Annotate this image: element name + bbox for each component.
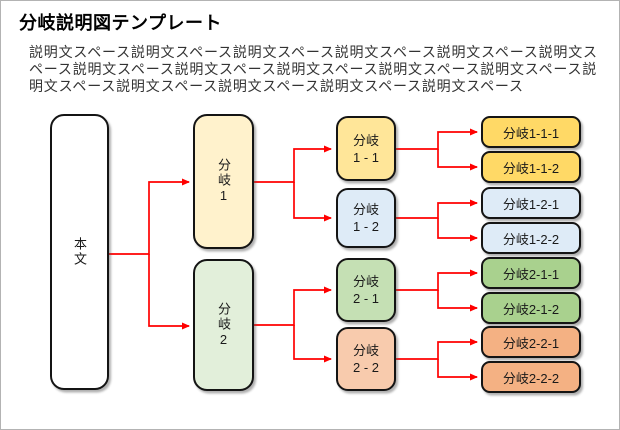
- node-bunki-1-1: 分岐 1 - 1: [336, 116, 396, 181]
- node-bunki-2-2-2: 分岐2-2-2: [481, 361, 581, 393]
- node-bunki-2-1: 分岐 2 - 1: [336, 258, 396, 322]
- node-bunki-1-1-1: 分岐1-1-1: [481, 116, 581, 148]
- node-bunki-1-2: 分岐 1 - 2: [336, 188, 396, 248]
- node-honbun: 本文: [50, 114, 109, 390]
- node-label: 分岐2-1-1: [502, 266, 560, 282]
- node-label: 分岐1: [216, 158, 231, 205]
- node-label: 分岐1-2-1: [502, 196, 560, 212]
- node-label-line2: 2 - 2: [352, 360, 379, 375]
- node-label-line2: 2 - 1: [352, 291, 379, 306]
- node-label: 本文: [72, 237, 87, 267]
- node-bunki-2-2-1: 分岐2-2-1: [481, 326, 581, 358]
- node-label-line2: 1 - 2: [352, 219, 379, 234]
- page-title: 分岐説明図テンプレート: [19, 13, 222, 33]
- node-label-line1: 分岐: [352, 132, 379, 148]
- node-bunki-2-1-1: 分岐2-1-1: [481, 257, 581, 289]
- node-label-line1: 分岐: [352, 274, 379, 289]
- node-label: 分岐1-1-2: [502, 160, 560, 176]
- node-label: 分岐2: [216, 301, 231, 349]
- node-label: 分岐2-2-1: [502, 335, 560, 351]
- node-label: 分岐1-1-1: [502, 125, 560, 141]
- node-bunki-2-2: 分岐 2 - 2: [336, 327, 396, 391]
- node-label: 分岐2-2-2: [502, 370, 560, 386]
- node-label: 分岐2-1-2: [502, 301, 560, 317]
- node-bunki-1: 分岐1: [193, 114, 254, 249]
- node-bunki-1-2-2: 分岐1-2-2: [481, 222, 581, 254]
- node-bunki-2-1-2: 分岐2-1-2: [481, 292, 581, 324]
- node-bunki-1-1-2: 分岐1-1-2: [481, 151, 581, 183]
- node-label-line2: 1 - 1: [352, 149, 379, 165]
- node-label-line1: 分岐: [352, 343, 379, 358]
- node-label: 分岐1-2-2: [502, 231, 560, 247]
- node-label-line1: 分岐: [352, 202, 379, 217]
- node-bunki-2: 分岐2: [193, 259, 254, 391]
- node-bunki-1-2-1: 分岐1-2-1: [481, 187, 581, 219]
- description-text: 説明文スペース説明文スペース説明文スペース説明文スペース説明文スペース説明文スペ…: [29, 44, 598, 94]
